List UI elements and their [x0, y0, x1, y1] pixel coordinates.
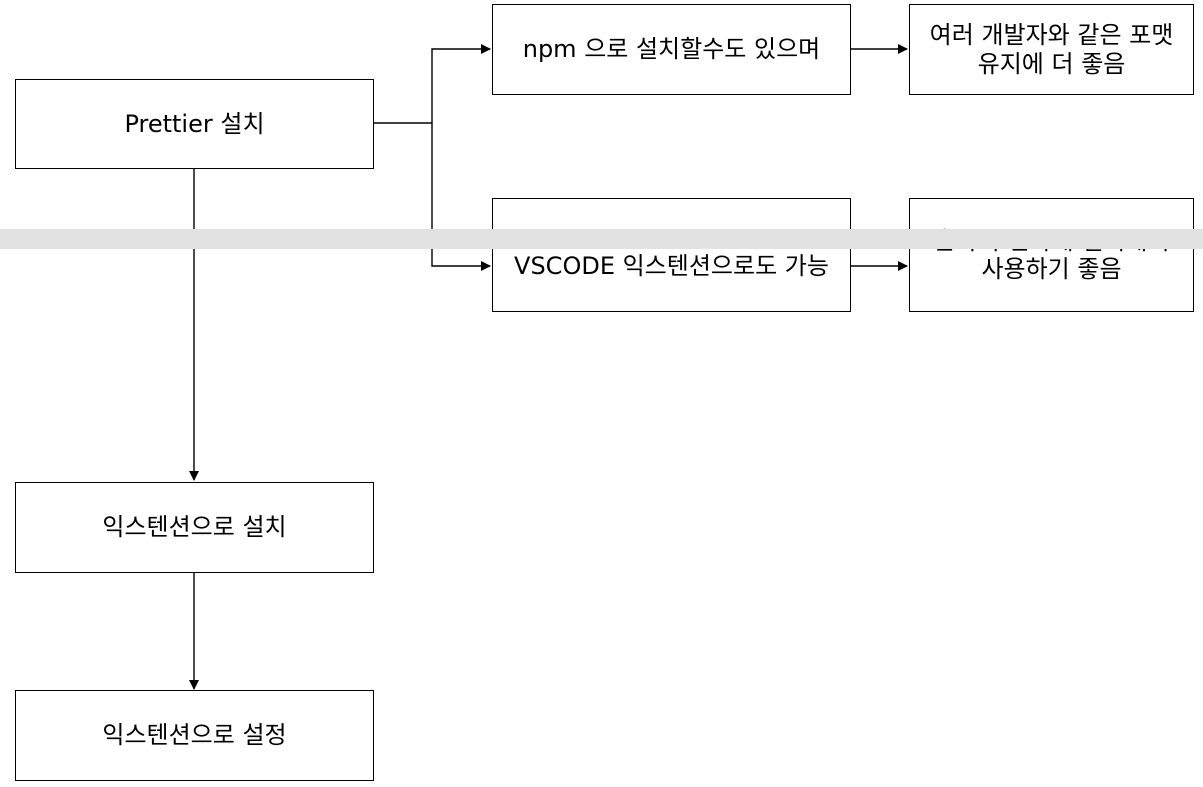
node-solo-use[interactable]: 혼자서 편하게 설치해서 사용하기 좋음: [909, 198, 1194, 312]
node-extension-settings[interactable]: 익스텐션으로 설정: [15, 690, 374, 781]
edge-prettier-to-npm: [373, 44, 491, 124]
node-vscode-extension[interactable]: VSCODE 익스텐션으로도 가능: [492, 198, 851, 312]
node-extension-install[interactable]: 익스텐션으로 설치: [15, 482, 374, 573]
node-team-format[interactable]: 여러 개발자와 같은 포맷 유지에 더 좋음: [909, 4, 1194, 95]
node-npm-install[interactable]: npm 으로 설치할수도 있으며: [492, 4, 851, 95]
edge-prettier-to-vscode: [431, 123, 491, 271]
node-prettier-install[interactable]: Prettier 설치: [15, 79, 374, 169]
horizontal-scrollbar[interactable]: [0, 229, 1203, 249]
